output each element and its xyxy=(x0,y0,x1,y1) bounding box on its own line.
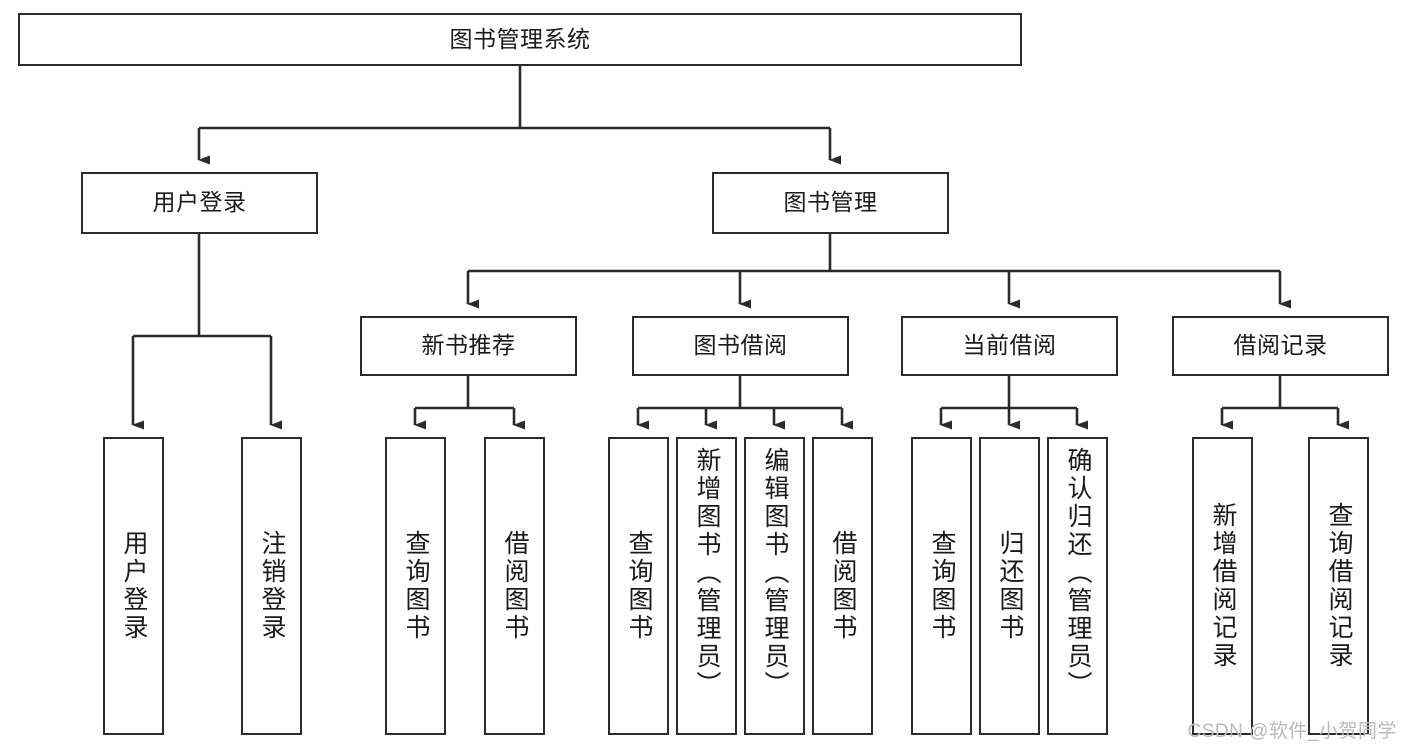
node-user-login[interactable]: 用户登录 xyxy=(81,172,318,234)
node-user-login-label: 用户登录 xyxy=(152,189,247,216)
node-leaf-query-book-2-label: 查询图书 xyxy=(625,530,653,642)
node-leaf-add-book[interactable]: 新增图书（管理员） xyxy=(676,437,737,735)
node-borrow-record-label: 借阅记录 xyxy=(1233,332,1328,359)
node-leaf-return-book-label: 归还图书 xyxy=(996,530,1024,642)
node-book-borrow[interactable]: 图书借阅 xyxy=(632,316,849,376)
node-leaf-add-record[interactable]: 新增借阅记录 xyxy=(1192,437,1253,735)
node-current-borrow-label: 当前借阅 xyxy=(962,332,1057,359)
node-leaf-query-book-3-label: 查询图书 xyxy=(928,530,956,642)
node-leaf-query-book-3[interactable]: 查询图书 xyxy=(911,437,972,735)
node-leaf-borrow-book-1-label: 借阅图书 xyxy=(501,530,529,642)
node-leaf-edit-book[interactable]: 编辑图书（管理员） xyxy=(744,437,805,735)
node-leaf-query-book-2[interactable]: 查询图书 xyxy=(608,437,669,735)
node-leaf-return-book[interactable]: 归还图书 xyxy=(979,437,1040,735)
node-leaf-user-logout[interactable]: 注销登录 xyxy=(241,437,302,735)
node-root[interactable]: 图书管理系统 xyxy=(18,13,1022,66)
node-leaf-query-book-1-label: 查询图书 xyxy=(402,530,430,642)
node-book-management-label: 图书管理 xyxy=(783,189,878,216)
node-root-label: 图书管理系统 xyxy=(449,25,591,52)
node-leaf-user-login[interactable]: 用户登录 xyxy=(103,437,164,735)
node-book-management[interactable]: 图书管理 xyxy=(712,172,949,234)
node-leaf-add-book-label: 新增图书（管理员） xyxy=(693,447,721,699)
node-leaf-borrow-book-1[interactable]: 借阅图书 xyxy=(484,437,545,735)
node-leaf-confirm-return[interactable]: 确认归还（管理员） xyxy=(1047,437,1108,735)
node-leaf-edit-book-label: 编辑图书（管理员） xyxy=(761,447,789,699)
node-leaf-query-book-1[interactable]: 查询图书 xyxy=(385,437,446,735)
node-leaf-user-logout-label: 注销登录 xyxy=(258,530,286,642)
node-leaf-borrow-book-2[interactable]: 借阅图书 xyxy=(812,437,873,735)
node-book-borrow-label: 图书借阅 xyxy=(693,332,788,359)
node-leaf-user-login-label: 用户登录 xyxy=(120,530,148,642)
node-leaf-query-record[interactable]: 查询借阅记录 xyxy=(1308,437,1369,735)
node-borrow-record[interactable]: 借阅记录 xyxy=(1172,316,1389,376)
node-new-book-recommend[interactable]: 新书推荐 xyxy=(360,316,577,376)
node-leaf-add-record-label: 新增借阅记录 xyxy=(1209,502,1237,670)
node-leaf-borrow-book-2-label: 借阅图书 xyxy=(829,530,857,642)
node-leaf-query-record-label: 查询借阅记录 xyxy=(1325,502,1353,670)
node-current-borrow[interactable]: 当前借阅 xyxy=(901,316,1118,376)
node-new-book-recommend-label: 新书推荐 xyxy=(421,332,516,359)
node-leaf-confirm-return-label: 确认归还（管理员） xyxy=(1064,447,1092,699)
